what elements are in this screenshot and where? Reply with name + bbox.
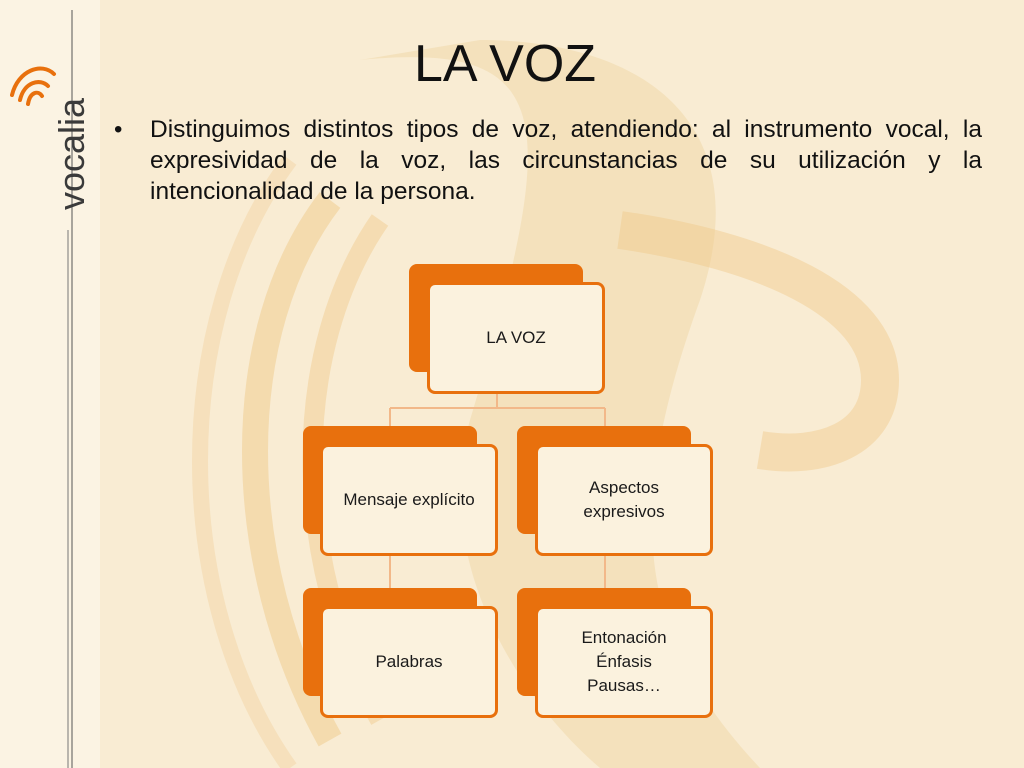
node-aspectos-expresivos-label: Aspectos expresivos: [535, 444, 713, 556]
vocalia-logo: vocalia: [10, 10, 92, 768]
aspectos-expresivos-text: Aspectos expresivos: [583, 478, 665, 521]
bullet-text: Distinguimos distintos tipos de voz, ate…: [150, 116, 982, 205]
node-mensaje-explicito: Mensaje explícito: [303, 426, 498, 556]
node-mensaje-explicito-label: Mensaje explícito: [320, 444, 498, 556]
node-aspectos-detalle: Entonación Énfasis Pausas…: [517, 588, 713, 718]
node-aspectos-detalle-list: Entonación Énfasis Pausas…: [535, 606, 713, 718]
slide-title: LA VOZ: [413, 35, 597, 93]
list-item-entonacion: Entonación: [581, 628, 667, 647]
node-root-label: LA VOZ: [427, 282, 605, 394]
node-palabras-label: Palabras: [320, 606, 498, 718]
node-root: LA VOZ: [409, 264, 605, 394]
node-aspectos-expresivos: Aspectos expresivos: [517, 426, 713, 556]
list-item-pausas: Pausas…: [587, 676, 661, 695]
bullet-marker: •: [114, 116, 123, 143]
logo-sidebar: vocalia: [0, 0, 100, 768]
node-palabras: Palabras: [303, 588, 498, 718]
logo-wordmark: vocalia: [51, 97, 92, 210]
list-item-enfasis: Énfasis: [596, 652, 652, 671]
